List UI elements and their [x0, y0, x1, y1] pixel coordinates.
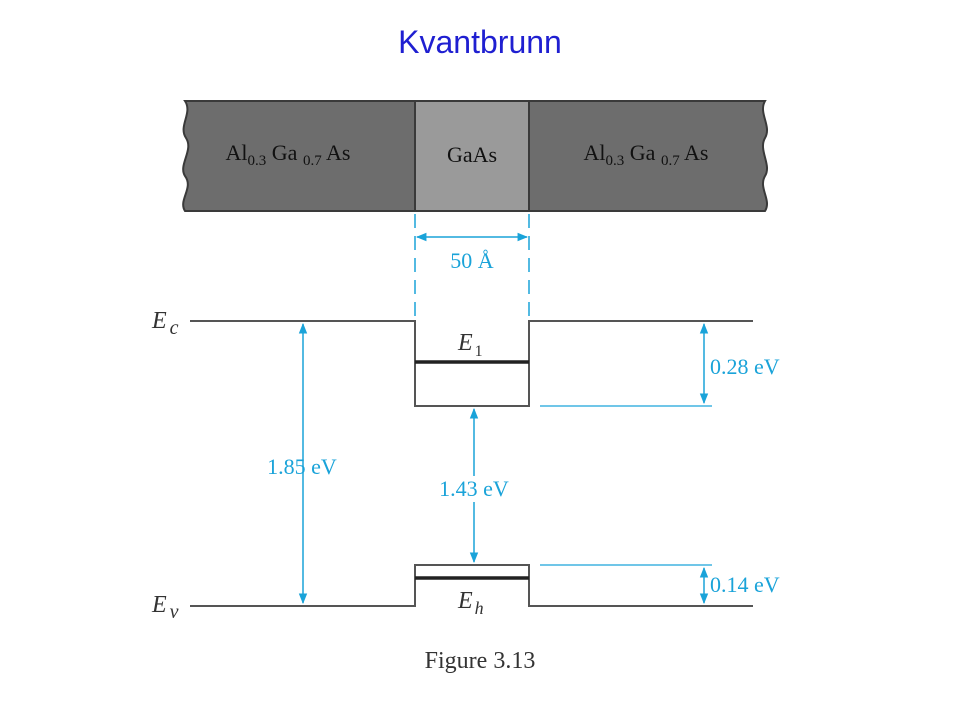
barrier-gap-label: 1.85 eV [267, 454, 337, 479]
well-layer [414, 100, 530, 212]
figure-caption: Figure 3.13 [424, 648, 536, 674]
right-layer-label: Al0.3 Ga 0.7 As [584, 140, 709, 169]
center-layer-label: GaAs [447, 142, 497, 167]
page-title: Kvantbrunn [398, 24, 562, 60]
conduction-band [190, 320, 753, 407]
well-gap-label: 1.43 eV [439, 476, 509, 501]
cb-offset-label: 0.28 eV [710, 354, 780, 379]
vb-offset-label: 0.14 eV [710, 572, 780, 597]
well-width-label: 50 Å [450, 248, 494, 273]
right-barrier-layer [528, 100, 768, 212]
left-layer-label: Al0.3 Ga 0.7 As [226, 140, 351, 169]
heterostructure-layers: Al0.3 Ga 0.7 As GaAs Al0.3 Ga 0.7 As [182, 100, 768, 212]
valence-band [190, 564, 753, 607]
well-width-dimension [414, 214, 530, 318]
left-barrier-layer [182, 100, 416, 212]
well-gap-label-bg [430, 476, 520, 502]
